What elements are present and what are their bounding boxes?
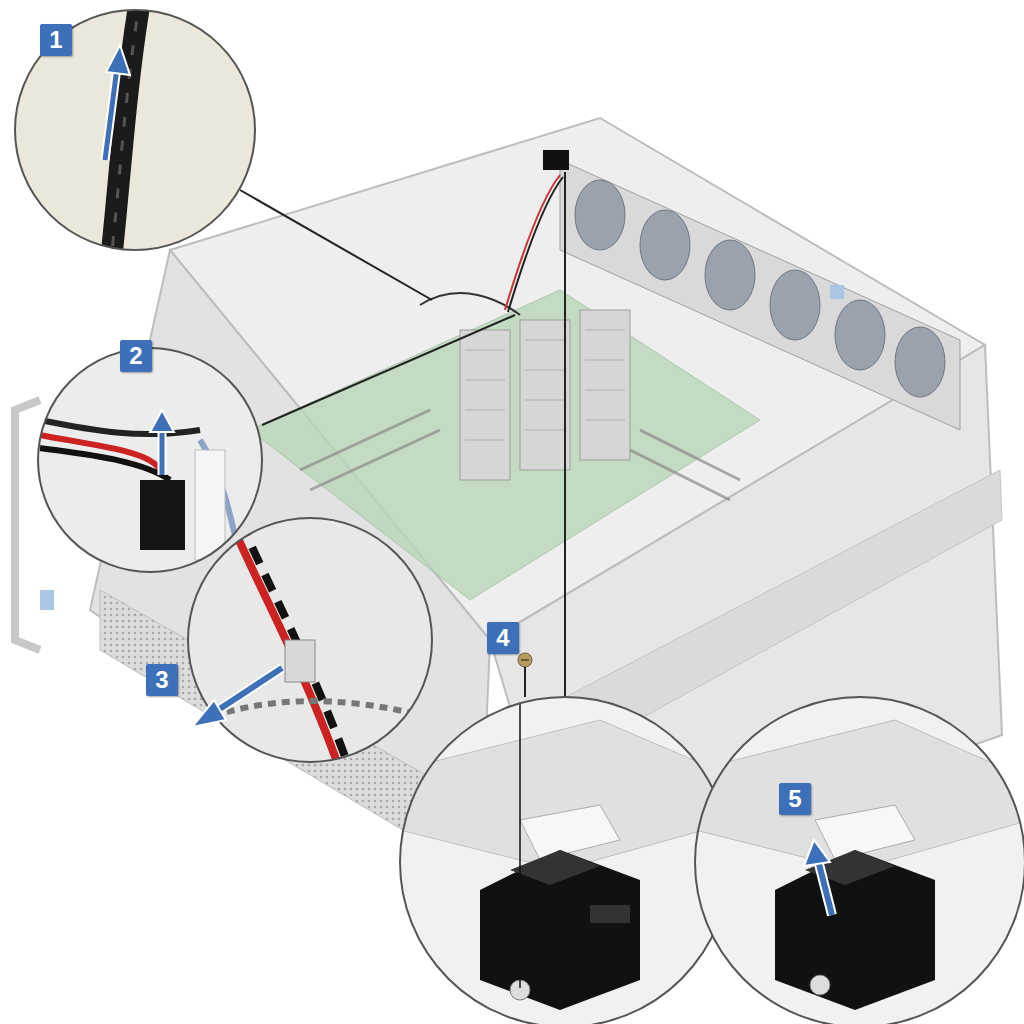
detail-circle bbox=[0, 0, 270, 270]
callout-number: 4 bbox=[487, 622, 519, 654]
detail-circle bbox=[390, 690, 740, 1024]
callout-number: 1 bbox=[40, 24, 72, 56]
callout-number: 3 bbox=[146, 664, 178, 696]
detail-circle bbox=[690, 690, 1024, 1024]
callout-number: 2 bbox=[120, 340, 152, 372]
detail-circle bbox=[180, 510, 440, 770]
callout-number: 5 bbox=[779, 783, 811, 815]
